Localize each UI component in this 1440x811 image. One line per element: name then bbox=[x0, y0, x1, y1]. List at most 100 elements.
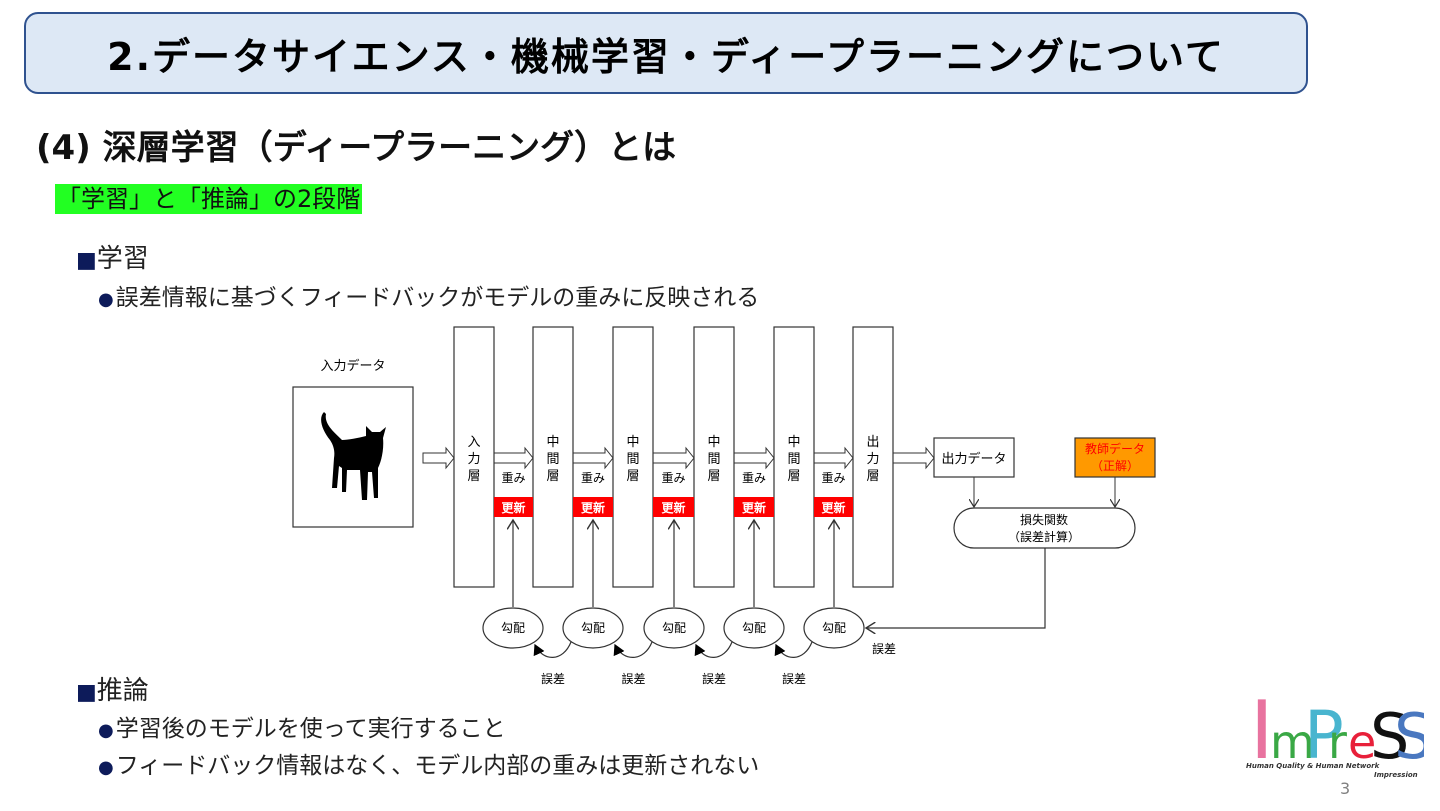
loss-function-sublabel: （誤差計算） bbox=[1008, 529, 1080, 544]
error-backprop-arrow bbox=[694, 641, 733, 658]
flow-arrow bbox=[493, 446, 534, 470]
update-badge bbox=[814, 497, 853, 517]
learning-heading: ■学習 bbox=[76, 238, 149, 275]
logo-letter: m bbox=[1270, 715, 1315, 769]
gradient-label: 勾配 bbox=[822, 621, 846, 635]
layer-box bbox=[612, 326, 654, 588]
error-label: 誤差 bbox=[541, 671, 565, 686]
logo-letter: I bbox=[1250, 684, 1274, 777]
weight-label: 重み bbox=[821, 471, 845, 485]
layer-label-char: 層 bbox=[546, 469, 559, 484]
layer-box bbox=[693, 326, 735, 588]
flow-arrow bbox=[733, 446, 775, 470]
logo-letter: S bbox=[1370, 700, 1409, 773]
round-bullet-icon: ● bbox=[98, 757, 114, 778]
layer-label-char: 間 bbox=[707, 452, 720, 467]
gradient-node bbox=[723, 607, 785, 649]
slide-title-box: 2.データサイエンス・機械学習・ディープラーニングについて bbox=[24, 12, 1308, 94]
update-label: 更新 bbox=[821, 500, 845, 515]
layer-label-char: 入 bbox=[467, 435, 480, 450]
section-heading: (4) 深層学習（ディープラーニング）とは bbox=[36, 128, 677, 168]
teacher-data-label: 教師データ bbox=[1085, 441, 1145, 456]
page-number: 3 bbox=[1340, 779, 1351, 798]
bullet-text: フィードバック情報はなく、モデル内部の重みは更新されない bbox=[115, 753, 760, 779]
loss-function-label: 損失関数 bbox=[1020, 512, 1068, 527]
flow-arrow bbox=[892, 446, 935, 470]
layer-label-char: 層 bbox=[866, 469, 879, 484]
weight-label: 重み bbox=[661, 471, 685, 485]
logo-letter: e bbox=[1348, 715, 1376, 769]
slide-title: 2.データサイエンス・機械学習・ディープラーニングについて bbox=[107, 34, 1225, 79]
layer-box bbox=[773, 326, 815, 588]
bullet-text: 誤差情報に基づくフィードバックがモデルの重みに反映される bbox=[115, 285, 760, 311]
gradient-label: 勾配 bbox=[501, 621, 525, 635]
update-label: 更新 bbox=[581, 500, 605, 515]
layer-box bbox=[852, 326, 894, 588]
error-label: 誤差 bbox=[621, 671, 645, 686]
flow-arrow bbox=[813, 446, 854, 470]
cat-silhouette-icon bbox=[321, 412, 386, 500]
gradient-node bbox=[562, 607, 624, 649]
loss-to-gradient-arrow bbox=[866, 548, 1046, 628]
logo-letter: r bbox=[1328, 715, 1347, 769]
weight-label: 重み bbox=[742, 471, 766, 485]
layer-label-char: 間 bbox=[626, 452, 639, 467]
update-badge bbox=[494, 497, 533, 517]
weight-label: 重み bbox=[581, 471, 605, 485]
layer-label-char: 力 bbox=[467, 452, 480, 467]
highlight-label: 「学習」と「推論」の2段階 bbox=[55, 184, 363, 214]
inference-heading: ■推論 bbox=[76, 670, 149, 707]
bullet-text: 学習後のモデルを使って実行すること bbox=[115, 716, 506, 742]
layer-label-char: 中 bbox=[707, 435, 720, 450]
gradient-label: 勾配 bbox=[581, 621, 605, 635]
logo-tagline: Human Quality & Human Network bbox=[1246, 762, 1381, 770]
update-label: 更新 bbox=[661, 500, 685, 515]
update-label: 更新 bbox=[501, 500, 525, 515]
update-badge bbox=[573, 497, 613, 517]
error-backprop-arrow bbox=[533, 641, 572, 658]
update-badge bbox=[653, 497, 694, 517]
layer-label-char: 間 bbox=[546, 452, 559, 467]
gradient-node bbox=[643, 607, 705, 649]
error-backprop-arrow bbox=[774, 641, 813, 658]
weight-label: 重み bbox=[501, 471, 525, 485]
output-data-label: 出力データ bbox=[941, 451, 1006, 467]
layer-label-char: 層 bbox=[707, 469, 720, 484]
gradient-node bbox=[803, 607, 865, 649]
layer-label-char: 中 bbox=[787, 435, 800, 450]
round-bullet-icon: ● bbox=[98, 720, 114, 741]
inference-bullet: ●学習後のモデルを使って実行すること bbox=[98, 709, 506, 743]
error-backprop-arrow bbox=[613, 641, 653, 658]
logo-letter: S bbox=[1394, 700, 1424, 773]
layer-label-char: 力 bbox=[866, 452, 879, 467]
layer-label-char: 間 bbox=[787, 452, 800, 467]
update-label: 更新 bbox=[742, 500, 766, 515]
layer-label-char: 中 bbox=[626, 435, 639, 450]
flow-arrow bbox=[572, 446, 614, 470]
inference-bullet: ●フィードバック情報はなく、モデル内部の重みは更新されない bbox=[98, 746, 759, 780]
layer-label-char: 層 bbox=[626, 469, 639, 484]
layer-label-char: 層 bbox=[467, 469, 480, 484]
layer-box bbox=[453, 326, 495, 588]
layer-box bbox=[532, 326, 574, 588]
layer-label-char: 層 bbox=[787, 469, 800, 484]
layer-label-char: 出 bbox=[866, 435, 879, 450]
flow-arrow bbox=[422, 446, 455, 470]
output-data-box bbox=[933, 437, 1015, 478]
update-badge bbox=[734, 497, 774, 517]
learning-label: 学習 bbox=[96, 244, 149, 274]
input-data-label: 入力データ bbox=[320, 358, 385, 374]
inference-label: 推論 bbox=[96, 676, 149, 706]
square-bullet-icon: ■ bbox=[76, 680, 97, 705]
gradient-label: 勾配 bbox=[662, 621, 686, 635]
round-bullet-icon: ● bbox=[98, 289, 114, 310]
teacher-data-sublabel: （正解） bbox=[1091, 459, 1139, 473]
learning-bullet: ●誤差情報に基づくフィードバックがモデルの重みに反映される bbox=[98, 278, 759, 312]
error-label: 誤差 bbox=[872, 641, 896, 656]
flow-arrow bbox=[652, 446, 695, 470]
logo-sub: Impression bbox=[1374, 771, 1418, 779]
gradient-label: 勾配 bbox=[742, 621, 766, 635]
gradient-node bbox=[482, 607, 544, 649]
